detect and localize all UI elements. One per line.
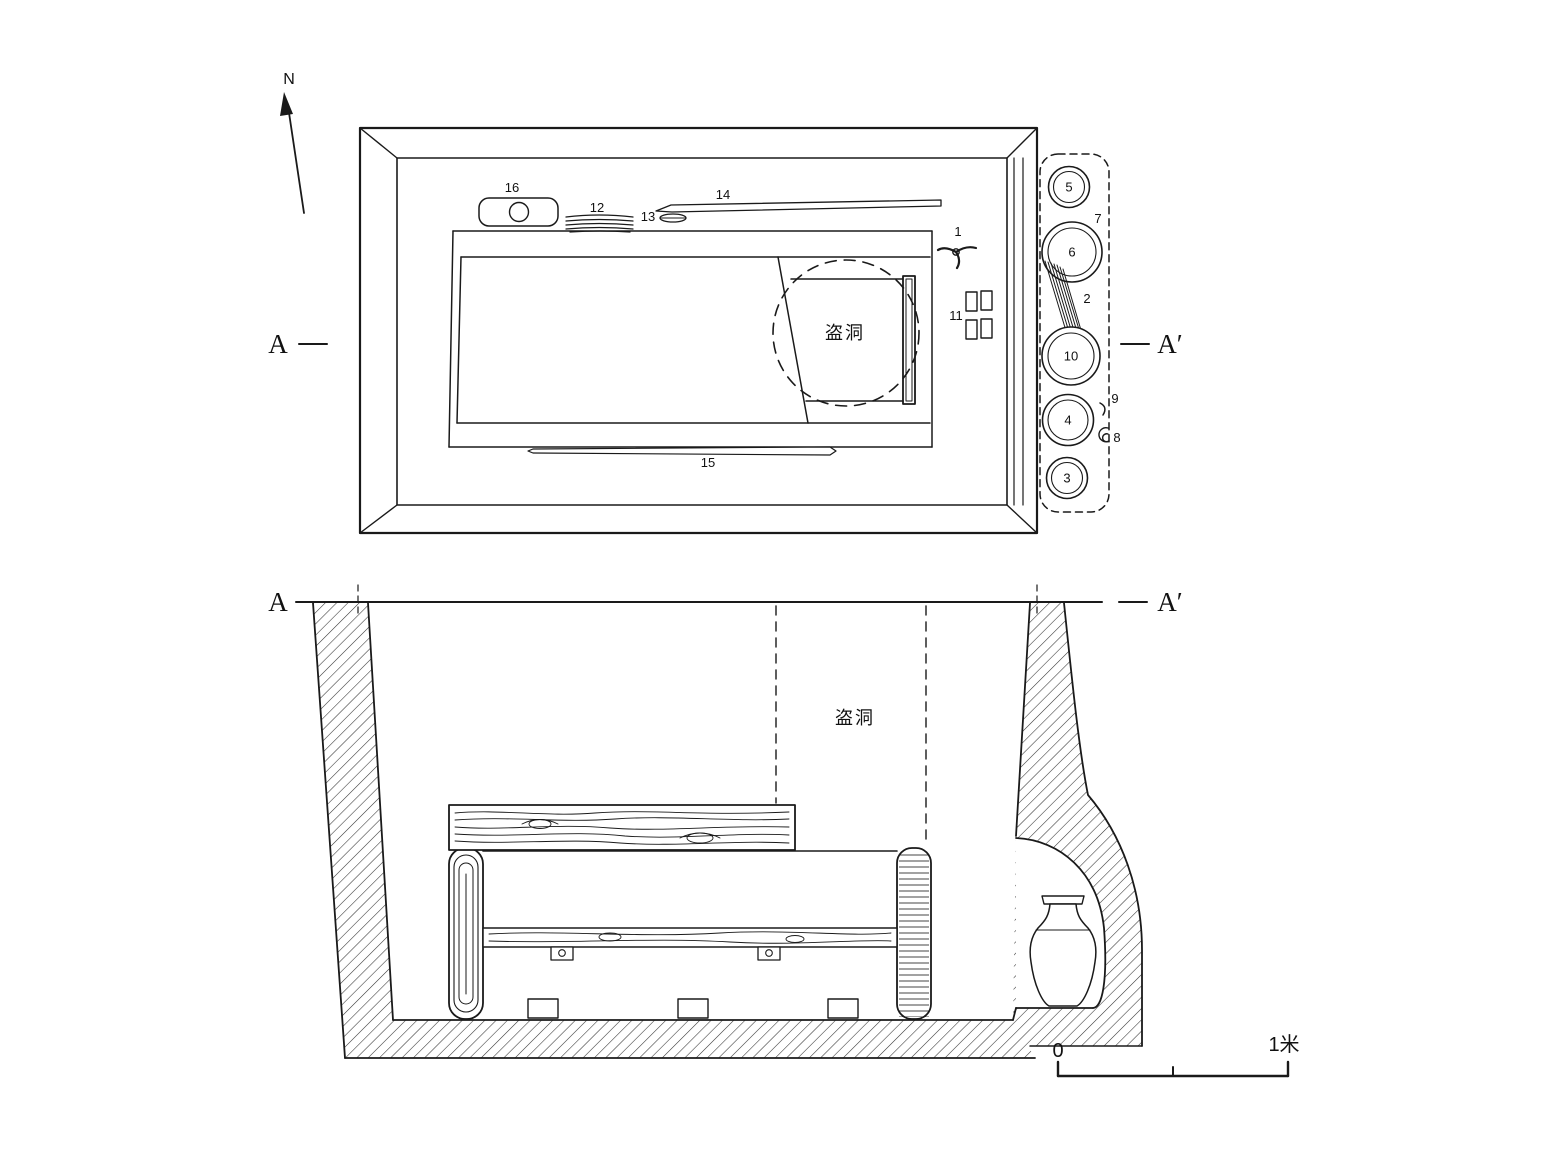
artifact-10-label: 10 — [1064, 349, 1078, 364]
section-left-wall-hatch — [313, 603, 393, 1058]
plan-marker-a: A — [268, 329, 288, 359]
artifact-8-label: 8 — [1113, 430, 1120, 445]
artifact-4-label: 4 — [1064, 413, 1071, 428]
plan-coffin — [448, 230, 933, 448]
artifact-16-box — [478, 197, 559, 227]
section-view: A A′ 盗洞 — [268, 584, 1300, 1078]
section-marker-a-prime: A′ — [1157, 587, 1182, 617]
section-left-wall-outer — [312, 602, 346, 1059]
artifact-14-rod — [655, 199, 942, 213]
artifact-3-label: 3 — [1063, 471, 1070, 486]
north-arrow-head-icon — [280, 92, 293, 116]
artifact-8-object — [1098, 427, 1110, 443]
coffin-lid-plank — [448, 804, 796, 851]
artifact-12-label: 12 — [590, 200, 604, 215]
plan-corner-nw — [359, 127, 398, 159]
artifact-9-object — [1099, 402, 1106, 416]
plan-inner-pit-edge — [396, 157, 1008, 506]
vessel-circle-4: 4 — [1041, 393, 1095, 447]
section-ground: A A′ — [268, 584, 1183, 619]
plan-robber-hole-outline — [772, 259, 920, 407]
plan-coffin-west-outer — [448, 230, 454, 448]
coffin-inner-plank — [482, 927, 898, 948]
plan-east-niche: 5 7 6 2 10 — [1039, 153, 1121, 513]
plan-disturbed-diagonal — [777, 256, 809, 424]
plan-robber-hole-label: 盗洞 — [825, 323, 865, 343]
plan-pit-frame — [358, 126, 1039, 535]
section-floor-hatch — [345, 1020, 1035, 1058]
artifact-16-label: 16 — [505, 180, 519, 195]
section-robber-hole-label: 盗洞 — [835, 708, 875, 728]
section-left-wall-inner — [367, 602, 394, 1021]
section-niche-arch — [1015, 837, 1107, 1009]
north-arrow: N — [280, 71, 305, 214]
artifact-16-ring — [508, 201, 530, 223]
artifact-15-rod — [527, 446, 837, 456]
artifact-1-object — [936, 246, 978, 270]
plan-section-markers: A A′ — [268, 329, 1182, 359]
section-right-wall-inner — [1015, 602, 1031, 837]
coffin-left-end-plank — [448, 847, 484, 1020]
section-robber-shaft: 盗洞 — [775, 605, 927, 845]
vessel-circle-3: 3 — [1045, 456, 1089, 500]
plan-marker-a-prime: A′ — [1157, 329, 1182, 359]
section-marker-a: A — [268, 587, 288, 617]
plan-robber-hole: 盗洞 — [772, 259, 920, 407]
plan-corner-se — [1006, 504, 1038, 534]
north-label: N — [283, 71, 295, 88]
artifact-11-plaques — [965, 290, 993, 340]
section-right-wall-outer — [1063, 602, 1143, 1047]
vessel-circle-6: 6 — [1041, 221, 1103, 283]
north-arrow-shaft — [287, 105, 305, 214]
artifact-13-label: 13 — [641, 209, 655, 224]
plan-niche-outline — [1039, 153, 1110, 513]
section-coffin — [448, 804, 932, 1020]
plan-view: 盗洞 16 12 13 14 — [268, 126, 1183, 535]
section-earth-outlines — [312, 602, 1143, 1059]
plan-coffin-end-board-outer — [902, 275, 916, 405]
plan-outer-pit-edge — [358, 126, 1039, 535]
artifact-12-slats — [565, 214, 634, 233]
plan-artifacts: 16 12 13 14 1 — [478, 180, 993, 470]
plan-coffin-west-inner — [456, 256, 462, 424]
artifact-7-label: 7 — [1094, 211, 1101, 226]
artifact-1-label: 1 — [954, 224, 961, 239]
artifact-11-label: 11 — [949, 308, 963, 323]
coffin-inner-feet — [550, 946, 781, 961]
artifact-5-label: 5 — [1065, 180, 1072, 195]
section-niche-vessel — [1029, 895, 1097, 1007]
artifact-9-label: 9 — [1111, 391, 1118, 406]
vessel-rim — [1041, 895, 1085, 905]
section-wall-stub — [1012, 1007, 1017, 1021]
scale-bar: 0 1米 — [1052, 1033, 1300, 1078]
artifact-15-label: 15 — [701, 455, 715, 470]
coffin-right-end-plank — [896, 847, 932, 1020]
scale-end-label: 1米 — [1268, 1033, 1299, 1056]
plan-corner-sw — [359, 504, 398, 534]
artifact-2-bundle — [1044, 260, 1084, 338]
scale-zero-label: 0 — [1052, 1040, 1063, 1062]
artifact-2-label: 2 — [1083, 291, 1090, 306]
vessel-circle-5: 5 — [1047, 165, 1091, 209]
coffin-support-blocks — [527, 998, 859, 1019]
plan-coffin-end-board-inner — [905, 278, 913, 402]
artifact-14-label: 14 — [716, 187, 730, 202]
vessel-circle-10: 10 — [1041, 326, 1101, 386]
plan-corner-ne — [1006, 127, 1038, 159]
artifact-6-label: 6 — [1068, 245, 1075, 260]
